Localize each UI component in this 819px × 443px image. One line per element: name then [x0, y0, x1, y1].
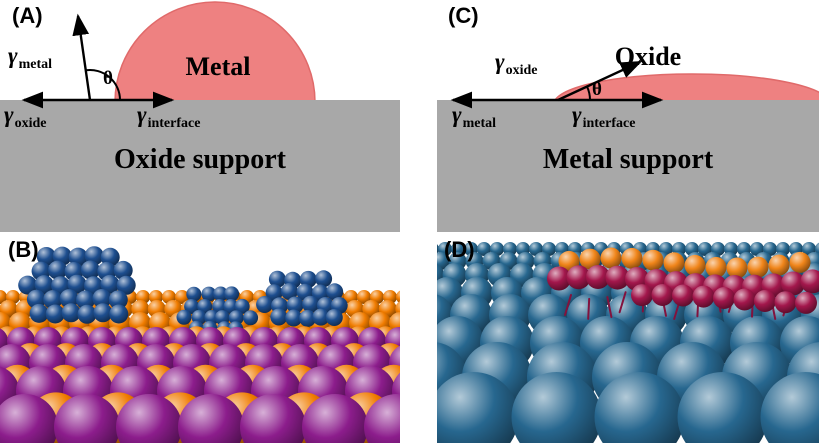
metal-support-label: Metal support — [542, 144, 714, 175]
panel-a-schematic — [0, 1, 400, 232]
metal-support-block — [437, 100, 819, 232]
panel-c-label: (C) — [448, 3, 479, 28]
gamma-symbol: γ — [495, 49, 505, 74]
gamma-subscript: metal — [462, 116, 497, 131]
metal-droplet-label: Metal — [185, 52, 251, 81]
contact-angle-arc-a — [85, 69, 121, 101]
gamma-oxide-label: γoxide — [4, 102, 46, 131]
gamma-subscript: interface — [582, 116, 636, 131]
gamma-symbol: γ — [137, 102, 147, 127]
gamma-metal-label: γmetal — [8, 43, 52, 72]
panel-b-atomistic-render — [0, 246, 400, 443]
oxide-support-block — [0, 100, 400, 232]
panel-a-label: (A) — [12, 3, 43, 28]
panel-b-label: (B) — [8, 237, 39, 262]
gamma-subscript: oxide — [14, 116, 47, 131]
gamma-subscript: metal — [18, 57, 53, 72]
contact-angle-theta-a: θ — [103, 68, 113, 89]
gamma-metal-arrow — [72, 13, 92, 101]
gamma-metal-label-c: γmetal — [452, 102, 496, 131]
gamma-interface-label-c: γinterface — [572, 102, 635, 131]
gamma-symbol: γ — [452, 102, 462, 127]
panel-d-label: (D) — [444, 237, 475, 262]
gamma-oxide-arrow — [557, 60, 643, 102]
contact-angle-arc-c — [586, 86, 591, 101]
gamma-interface-label: γinterface — [137, 102, 200, 131]
gamma-symbol: γ — [572, 102, 582, 127]
gamma-subscript: interface — [147, 116, 201, 131]
surface-tension-vectors-a — [21, 13, 175, 109]
gamma-subscript: oxide — [505, 63, 538, 78]
panel-c-schematic — [437, 60, 819, 232]
oxide-support-label: Oxide support — [114, 144, 286, 175]
contact-angle-theta-c: θ — [592, 79, 602, 100]
gamma-symbol: γ — [4, 102, 14, 127]
gamma-oxide-label-c: γoxide — [495, 49, 537, 78]
oxide-film-label: Oxide — [614, 42, 682, 71]
panel-d-atomistic-render — [437, 242, 819, 443]
gamma-symbol: γ — [8, 43, 18, 68]
surface-tension-vectors-c — [450, 60, 664, 109]
